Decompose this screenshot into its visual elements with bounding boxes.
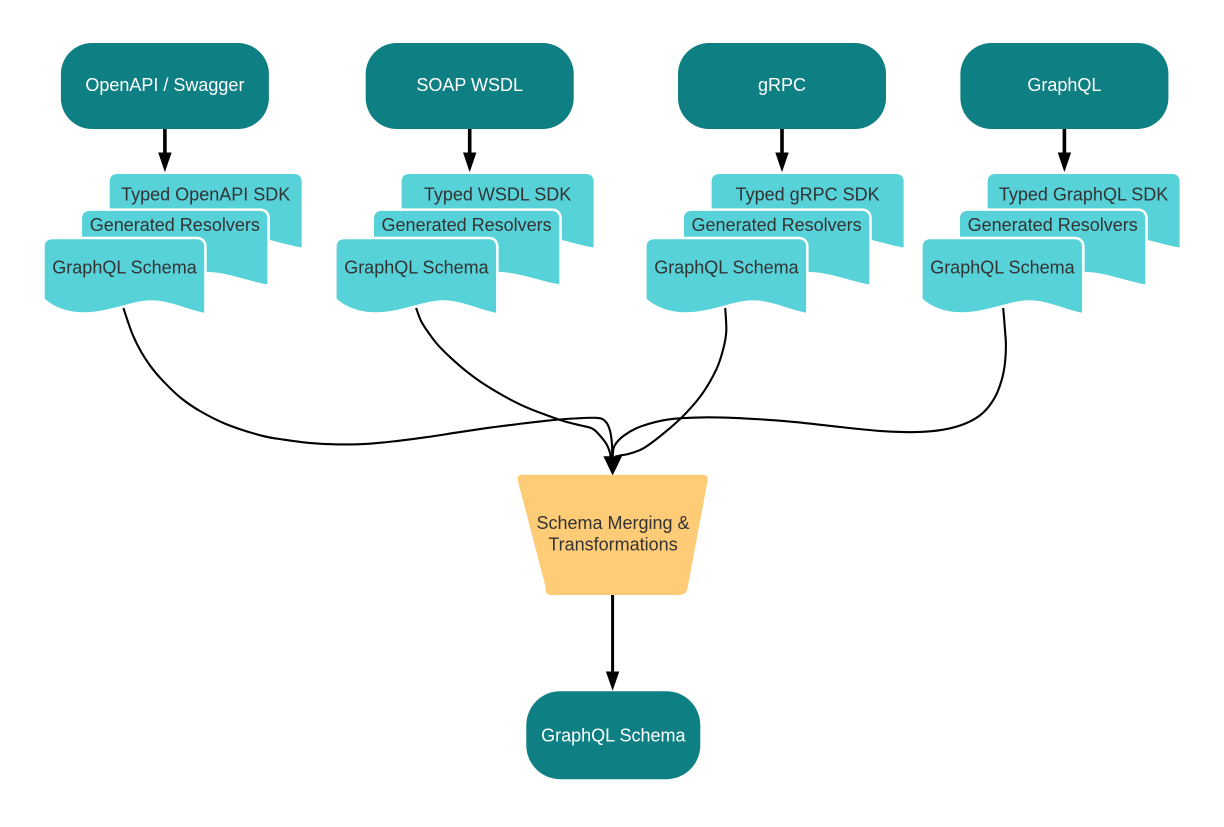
svg-text:GraphQL: GraphQL [1027,75,1101,95]
svg-text:Typed GraphQL SDK: Typed GraphQL SDK [999,184,1168,204]
svg-text:GraphQL Schema: GraphQL Schema [654,257,799,277]
svg-text:Typed OpenAPI SDK: Typed OpenAPI SDK [121,184,290,204]
svg-text:Generated Resolvers: Generated Resolvers [90,215,260,235]
svg-text:Typed WSDL SDK: Typed WSDL SDK [424,184,571,204]
svg-text:OpenAPI / Swagger: OpenAPI / Swagger [85,75,244,95]
svg-text:Typed gRPC SDK: Typed gRPC SDK [736,184,880,204]
svg-text:gRPC: gRPC [758,75,806,95]
svg-text:GraphQL Schema: GraphQL Schema [52,257,197,277]
svg-text:Schema Merging &: Schema Merging & [536,513,689,533]
svg-text:GraphQL Schema: GraphQL Schema [344,257,489,277]
svg-text:Generated Resolvers: Generated Resolvers [968,215,1138,235]
svg-text:SOAP WSDL: SOAP WSDL [416,75,523,95]
svg-text:GraphQL Schema: GraphQL Schema [541,726,686,746]
svg-text:Generated Resolvers: Generated Resolvers [382,215,552,235]
svg-text:Transformations: Transformations [548,535,677,555]
svg-text:GraphQL Schema: GraphQL Schema [930,257,1075,277]
svg-text:Generated Resolvers: Generated Resolvers [692,215,862,235]
